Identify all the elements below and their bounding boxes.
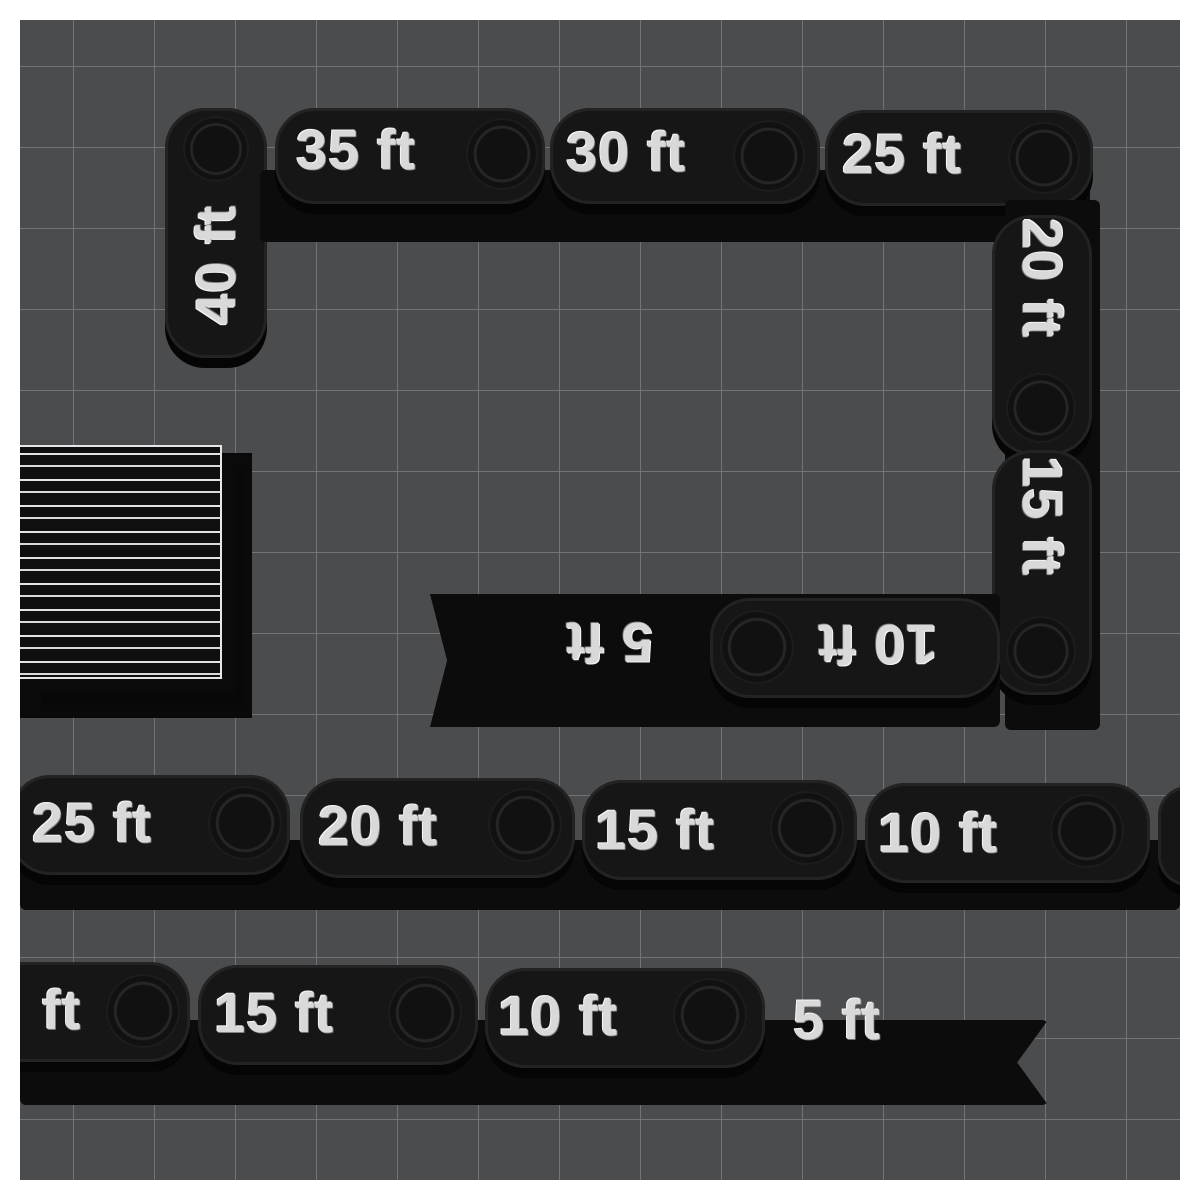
peg-icon: [390, 978, 460, 1048]
chain-link-partial[interactable]: [1158, 786, 1180, 886]
label-25ft: 25 ft: [32, 791, 153, 854]
peg-icon: [1008, 375, 1074, 441]
peg-icon: [210, 788, 280, 858]
label-10ft: 10 ft: [817, 613, 938, 676]
peg-icon: [675, 980, 745, 1050]
peg-icon: [468, 120, 536, 188]
label-5ft: 5 ft: [565, 611, 653, 674]
label-10ft: 10 ft: [498, 984, 619, 1047]
label-15ft: 15 ft: [214, 981, 335, 1044]
label-20ft: 20 ft: [1011, 218, 1074, 339]
label-10ft: 10 ft: [878, 801, 999, 864]
label-15ft: 15 ft: [1011, 456, 1074, 577]
peg-icon: [1052, 796, 1122, 866]
label-25ft: 25 ft: [842, 122, 963, 185]
label-5ft: 5 ft: [793, 988, 881, 1051]
peg-icon: [108, 976, 178, 1046]
peg-icon: [722, 612, 792, 682]
label-30ft: 30 ft: [566, 120, 687, 183]
peg-icon: [735, 122, 803, 190]
peg-icon: [772, 793, 842, 863]
ladder-object: [20, 445, 222, 679]
label-35ft: 35 ft: [296, 118, 417, 181]
peg-icon: [185, 118, 247, 180]
peg-icon: [1008, 618, 1074, 684]
peg-icon: [490, 790, 560, 860]
peg-icon: [1010, 124, 1078, 192]
print-bed-viewport: 40 ft 35 ft 30 ft 25 ft 20 ft 15 ft 10 f…: [20, 20, 1180, 1180]
label-20ft: 20 ft: [318, 794, 439, 857]
label-15ft: 15 ft: [595, 798, 716, 861]
label-ft: ft: [42, 978, 82, 1041]
label-40ft: 40 ft: [184, 204, 247, 325]
